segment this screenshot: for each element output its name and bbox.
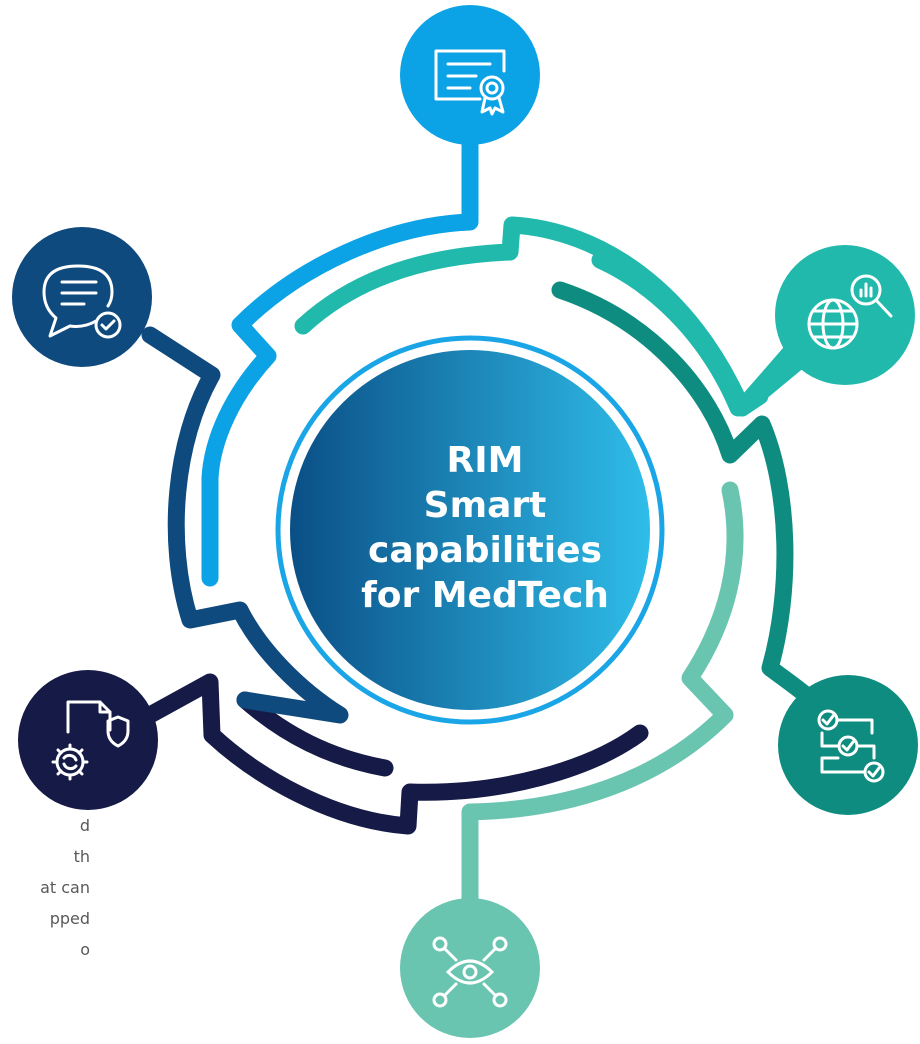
side-text-line-1: d bbox=[79, 816, 90, 835]
side-text-line-3: at can bbox=[40, 878, 90, 897]
side-text-line-2: th bbox=[73, 847, 90, 866]
connector-lower-right bbox=[551, 281, 829, 721]
connector-upper-left bbox=[141, 326, 349, 724]
connector-lower-left bbox=[141, 673, 649, 835]
node-lower-left bbox=[18, 670, 158, 810]
checklist-icon bbox=[817, 709, 885, 783]
certificate-icon bbox=[434, 49, 506, 116]
center-title-line-1: RIM bbox=[446, 439, 524, 481]
connector-top bbox=[201, 126, 479, 587]
node-lower-right bbox=[778, 675, 918, 815]
arc-lower-left-inner bbox=[236, 691, 394, 777]
center-title-line-4: for MedTech bbox=[361, 574, 609, 616]
node-top bbox=[400, 5, 540, 145]
center-title: RIM Smart capabilities for MedTech bbox=[290, 400, 680, 655]
connector-upper-right-link bbox=[733, 351, 809, 417]
center-circle bbox=[290, 350, 650, 710]
side-text-fragment: d th at can pped o bbox=[0, 810, 90, 965]
center-title-line-3: capabilities bbox=[368, 529, 602, 571]
eye-network-icon bbox=[432, 936, 508, 1008]
document-gear-shield-icon bbox=[51, 700, 130, 781]
chat-check-icon bbox=[42, 264, 122, 339]
center-ring bbox=[275, 335, 665, 725]
node-bottom bbox=[400, 898, 540, 1038]
node-upper-left bbox=[12, 227, 152, 367]
globe-analytics-icon bbox=[807, 274, 893, 350]
center-title-line-2: Smart bbox=[423, 484, 547, 526]
node-upper-right bbox=[775, 245, 915, 385]
side-text-line-5: o bbox=[80, 940, 90, 959]
side-text-line-4: pped bbox=[49, 909, 90, 928]
connector-bottom bbox=[461, 481, 744, 914]
